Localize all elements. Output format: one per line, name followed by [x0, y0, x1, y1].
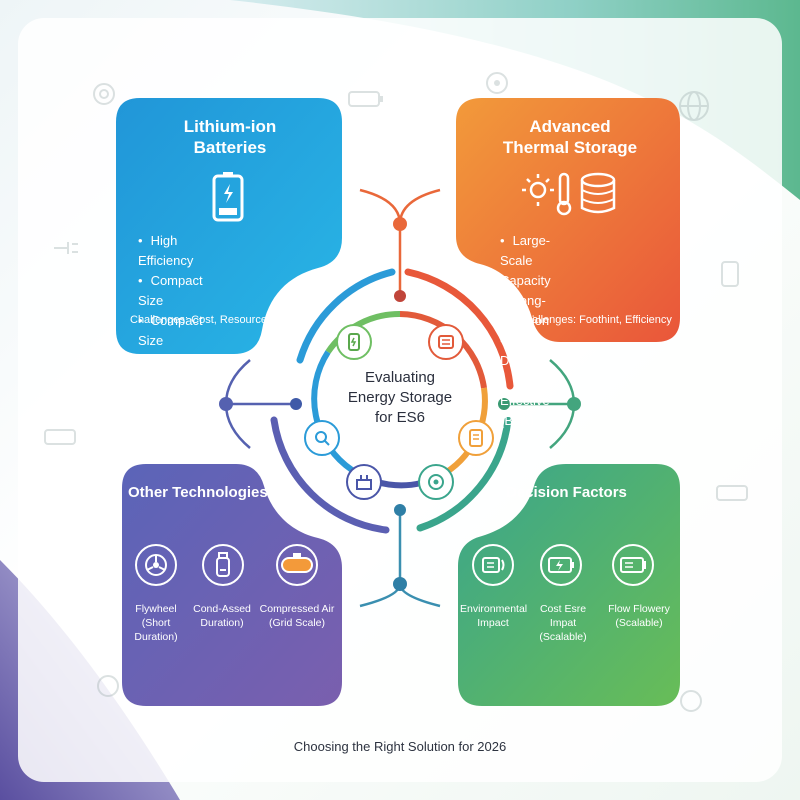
list-item: Cost-Effective (Bulk): [500, 371, 551, 431]
gear-icon: [680, 690, 702, 712]
footer-caption: Choosing the Right Solution for 2026: [293, 739, 507, 754]
thermal-title-line: Advanced: [529, 117, 611, 136]
thermal-title-line: Thermal Storage: [502, 138, 638, 157]
list-item: Compact Size: [138, 271, 203, 311]
sub-label-line: Cond-Assed: [193, 603, 251, 615]
globe-gear-icon: [418, 464, 454, 500]
center-title: Evaluating Energy Storage for ES6: [320, 368, 480, 428]
thermal-challenges: Challenges: Foothint, Efficiency: [518, 314, 672, 326]
lithium-title-line: Lithium-ion: [183, 117, 277, 136]
battery-outline-icon: [716, 485, 748, 501]
center-title-line: Evaluating: [364, 369, 436, 386]
impact-icon: [472, 544, 514, 586]
gear-icon: [97, 675, 119, 697]
lithium-title-line: Batteries: [193, 138, 267, 157]
flow-battery-icon: [612, 544, 654, 586]
environmental-label: Environmental Impact: [460, 602, 528, 630]
battery-outline-icon: [721, 261, 739, 287]
list-item: Long-Duration: [500, 291, 551, 331]
cost-label: Cost Esre Impat (Scalable): [528, 602, 598, 644]
sub-label-line: Compressed Air: [259, 603, 335, 615]
sun-thermometer-tank-icon: [522, 172, 616, 216]
sub-label-line: Flow Flowery: [608, 603, 670, 615]
globe-icon: [679, 91, 709, 121]
battery-icon: [212, 172, 244, 222]
lithium-challenges: Challenges: Cost, Resources: [130, 314, 273, 326]
lithium-list: High Efficiency Compact Size Compact Siz…: [138, 231, 203, 411]
canister-icon: [202, 544, 244, 586]
battery-outline-icon: [44, 429, 76, 445]
list-item: Long-Duration: [500, 331, 551, 371]
center-title-line: Energy Storage: [347, 389, 453, 406]
thermal-title: Advanced Thermal Storage: [480, 116, 660, 158]
flow-label: Flow Flowery (Scalable): [604, 602, 674, 630]
plug-icon: [54, 242, 78, 254]
factory-icon: [346, 464, 382, 500]
battery-icon: [336, 324, 372, 360]
gear-icon: [486, 72, 508, 94]
sub-label-line: (Scalable): [539, 631, 587, 643]
search-icon: [304, 420, 340, 456]
sub-label-line: Impact: [477, 617, 509, 629]
thermal-list: Large-Scale Capacity Long-Duration Long-…: [500, 231, 551, 431]
compressed-air-label: Compressed Air (Grid Scale): [256, 602, 338, 630]
battery-charge-icon: [540, 544, 582, 586]
list-item: High Efficiency: [138, 231, 203, 271]
sub-label-line: Duration): [200, 617, 244, 629]
sub-label-line: (Scalable): [615, 617, 663, 629]
sub-label-line: Cost Esre Impat: [539, 603, 587, 629]
document-icon: [458, 420, 494, 456]
battery-outline-icon: [348, 91, 383, 107]
sub-label-line: (Grid Scale): [268, 617, 325, 629]
flywheel-icon: [135, 544, 177, 586]
sub-label-line: Environmental: [460, 603, 528, 615]
air-tank-icon: [276, 544, 318, 586]
list-item: Compact Size: [138, 311, 203, 351]
other-title: Other Technologies: [128, 484, 268, 501]
lithium-title: Lithium-ion Batteries: [140, 116, 320, 158]
list-item: Good for/Medium Scale: [138, 351, 203, 411]
sub-label-line: Flywheel: [135, 603, 177, 615]
list-item: Large-Scale Capacity: [500, 231, 551, 291]
cond-assed-label: Cond-Assed Duration): [186, 602, 258, 630]
sub-label-line: (Short: [141, 617, 171, 629]
gear-icon: [93, 83, 115, 105]
flywheel-label: Flywheel (Short Duration): [126, 602, 186, 644]
sub-label-line: Duration): [134, 631, 178, 643]
heater-icon: [428, 324, 464, 360]
decision-title: Decision Factors: [506, 484, 627, 501]
center-title-line: for ES6: [374, 409, 426, 426]
